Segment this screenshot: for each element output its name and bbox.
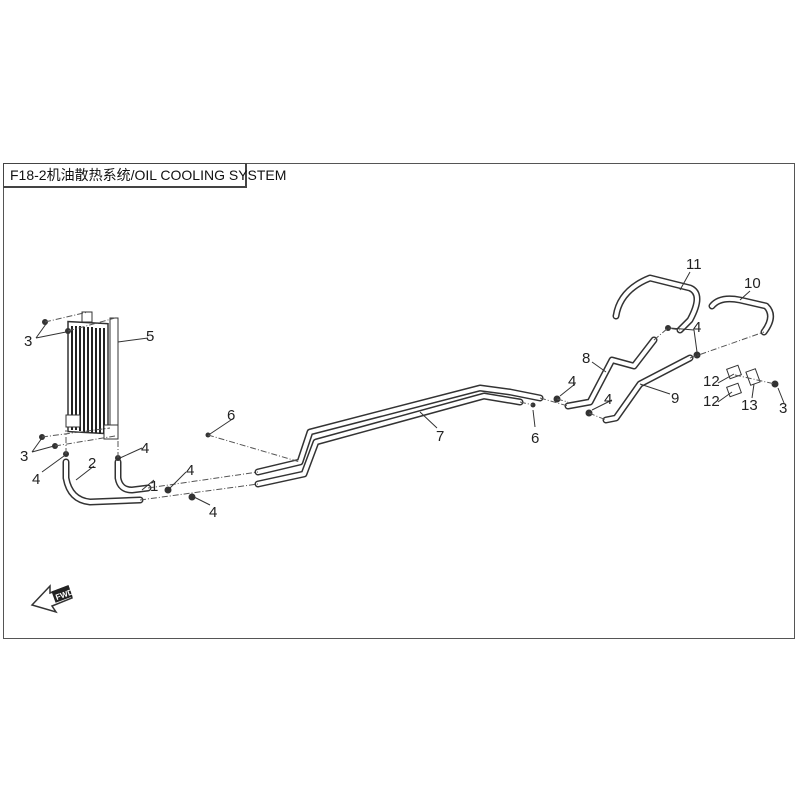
callout-4: 4 xyxy=(209,504,217,521)
oil-cooler xyxy=(65,311,119,440)
callout-13: 13 xyxy=(741,397,758,414)
callout-2: 2 xyxy=(88,455,96,472)
diagram-frame xyxy=(3,163,795,639)
callout-4: 4 xyxy=(568,373,576,390)
clamps xyxy=(726,364,779,398)
callout-12: 12 xyxy=(703,373,720,390)
diagram-title: F18-2机油散热系统/OIL COOLING SYSTEM xyxy=(3,163,286,188)
callout-4: 4 xyxy=(32,471,40,488)
callout-1: 1 xyxy=(150,478,158,495)
callout-3: 3 xyxy=(24,333,32,350)
callout-4: 4 xyxy=(186,462,194,479)
callout-4: 4 xyxy=(693,319,701,336)
callout-9: 9 xyxy=(671,390,679,407)
callout-6: 6 xyxy=(227,407,235,424)
callout-4: 4 xyxy=(604,391,612,408)
callout-10: 10 xyxy=(744,275,761,292)
callout-6: 6 xyxy=(531,430,539,447)
callout-8: 8 xyxy=(582,350,590,367)
callout-3: 3 xyxy=(20,448,28,465)
callout-11: 11 xyxy=(686,256,702,273)
callout-4: 4 xyxy=(141,440,149,457)
callout-7: 7 xyxy=(436,428,444,445)
callout-12: 12 xyxy=(703,393,720,410)
callout-5: 5 xyxy=(146,328,154,345)
callouts: 11 10 4 8 4 12 9 4 12 13 3 7 6 6 5 3 3 4… xyxy=(20,256,787,521)
forward-arrow-icon: FWD xyxy=(30,584,75,614)
callout-3: 3 xyxy=(779,400,787,417)
